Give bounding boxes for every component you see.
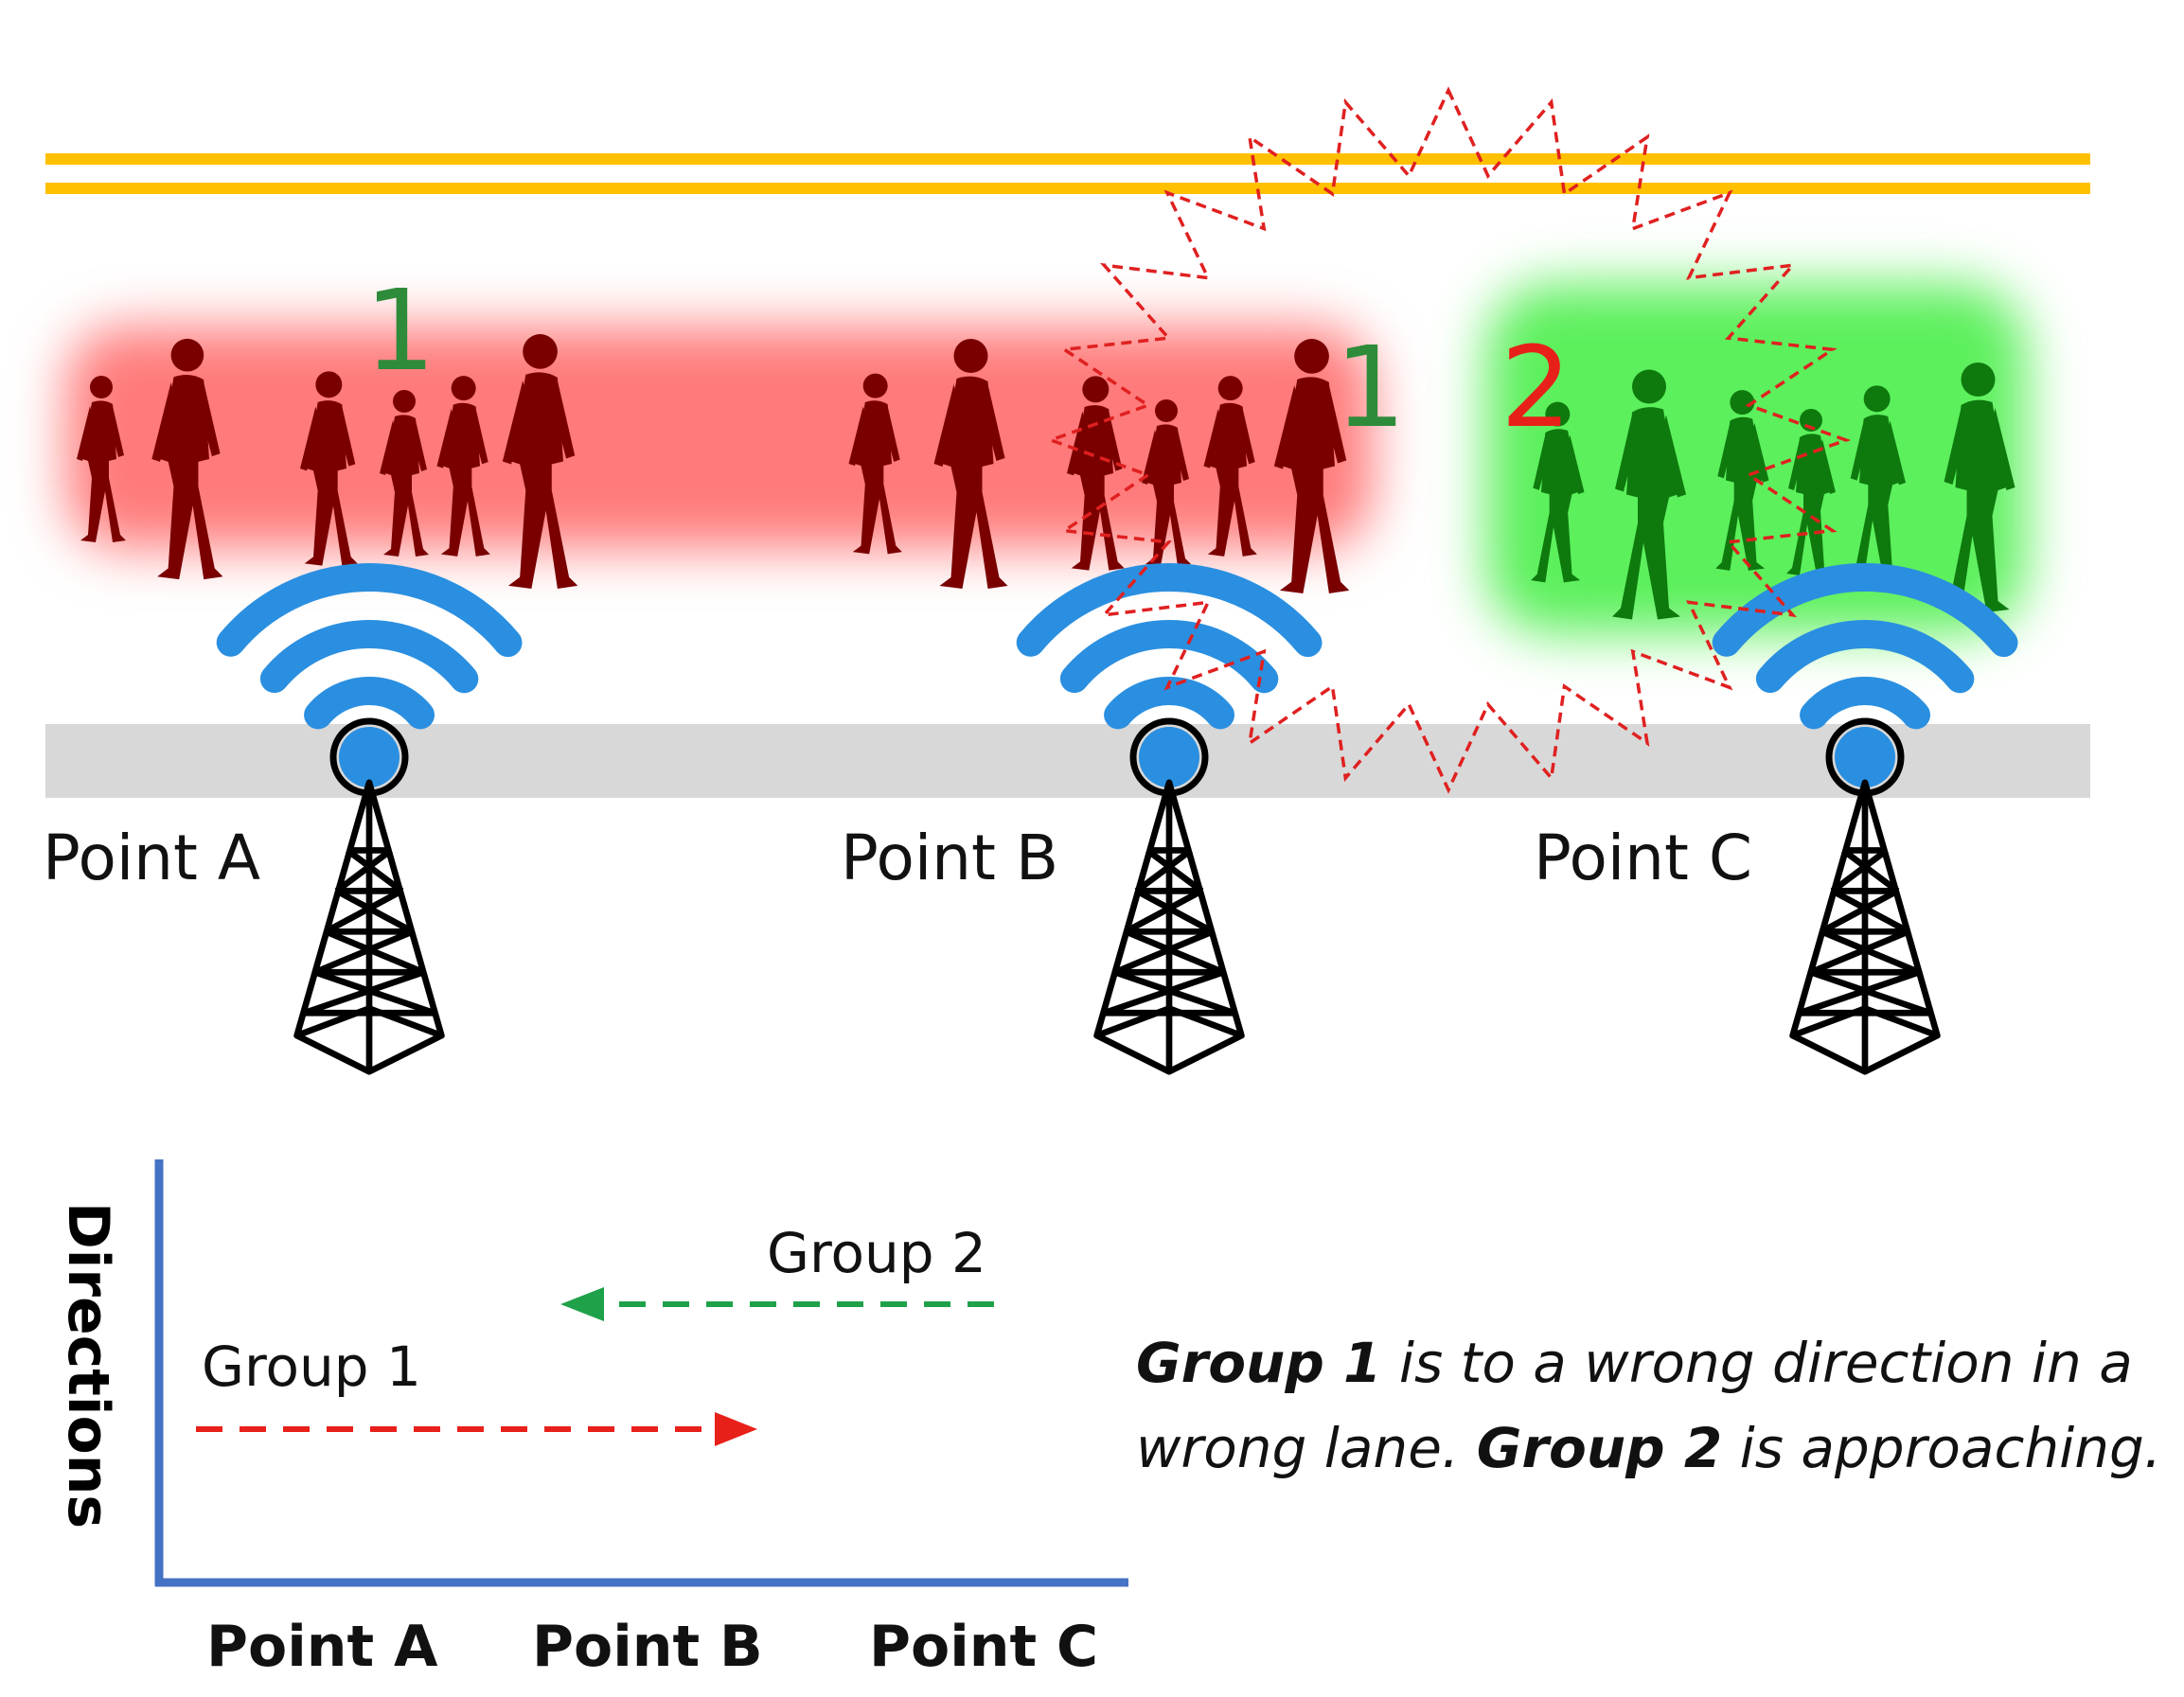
tower-icon-c <box>1793 783 1938 1071</box>
caption-group1-text: is to a wrong direction in a wrong lane. <box>1136 1331 2133 1480</box>
caption-group1: Group 1 <box>1136 1331 1382 1395</box>
point-label-b: Point B <box>841 822 1059 894</box>
directions-axes <box>154 1159 1128 1587</box>
x-tick-point-a: Point A <box>206 1614 438 1680</box>
x-tick-point-c: Point C <box>869 1614 1099 1680</box>
group1-arrow <box>196 1412 757 1446</box>
group2-label: Group 2 <box>767 1221 986 1285</box>
tower-icon-b <box>1097 783 1242 1071</box>
group-number-b: 1 <box>1335 322 1407 452</box>
x-tick-point-b: Point B <box>532 1614 763 1680</box>
caption: Group 1 is to a wrong direction in a wro… <box>1136 1320 2177 1491</box>
group1-glow <box>66 327 1373 549</box>
road-line-top <box>45 153 2090 165</box>
point-label-c: Point C <box>1534 822 1752 894</box>
group2-arrow <box>560 1287 994 1321</box>
y-axis-label: Directions <box>55 1202 121 1529</box>
caption-group2: Group 2 <box>1476 1416 1723 1480</box>
tower-icon-a <box>297 783 442 1071</box>
road-line-bottom <box>45 183 2090 194</box>
group1-label: Group 1 <box>202 1335 421 1399</box>
caption-group2-text: is approaching. <box>1722 1416 2162 1480</box>
point-label-a: Point A <box>43 822 261 894</box>
alert-starburst-icon <box>1045 86 1852 794</box>
group-number-a: 1 <box>364 265 436 396</box>
group-number-c: 2 <box>1500 322 1572 452</box>
